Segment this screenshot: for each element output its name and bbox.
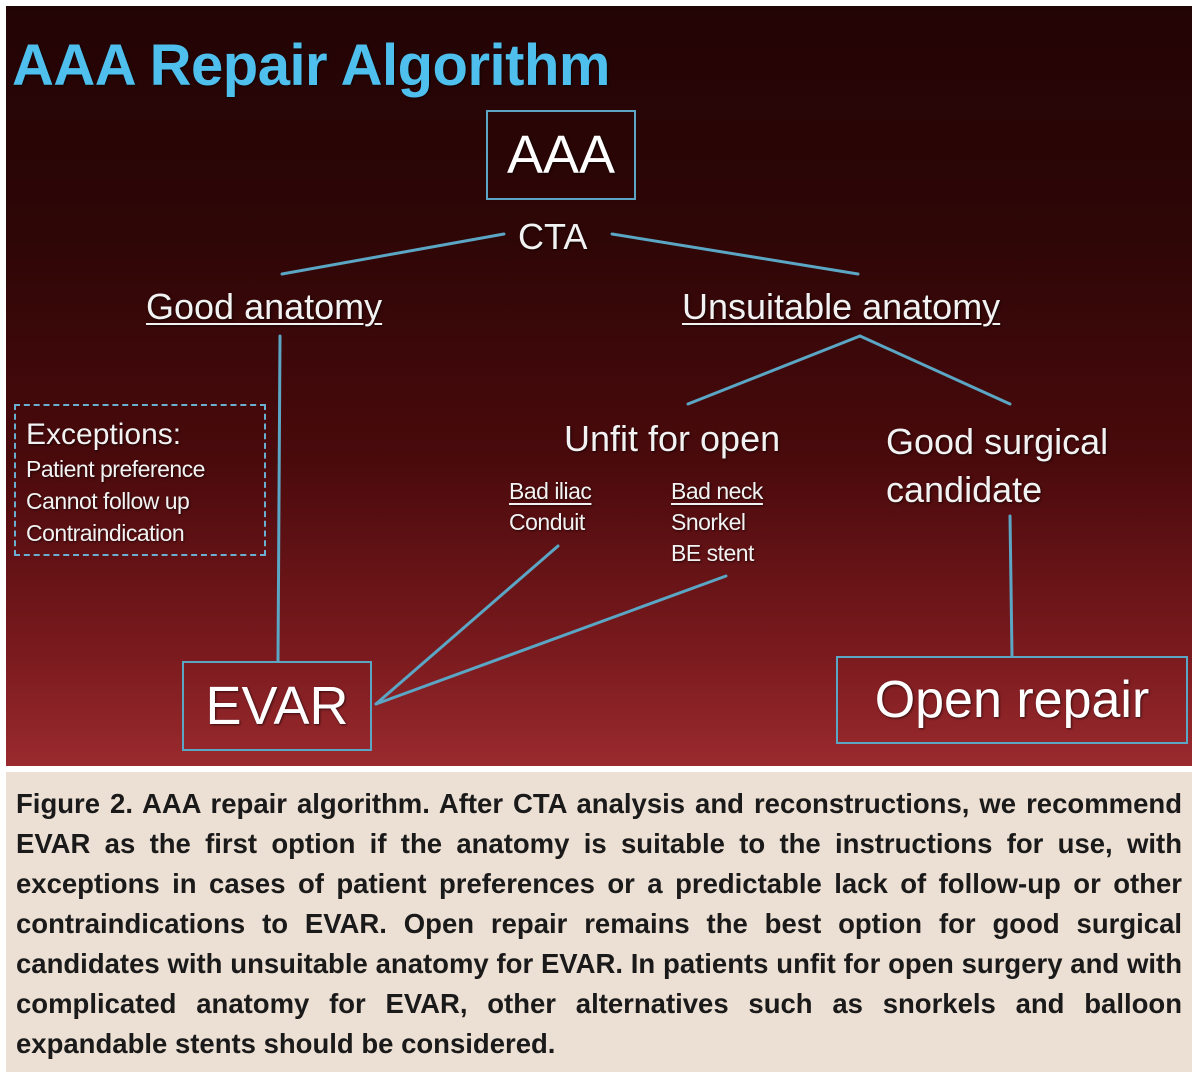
bad-neck-item: BE stent	[671, 540, 754, 566]
diagram-slide: AAA Repair Algorithm AAA CTA Good anatom…	[6, 6, 1192, 766]
edge-cta-good-anatomy	[280, 232, 506, 276]
good-surgical-line-1: Good surgical	[886, 421, 1109, 462]
node-good-surgical-candidate: Good surgical candidate	[886, 418, 1108, 514]
figure-caption: Figure 2. AAA repair algorithm. After CT…	[6, 772, 1192, 1072]
good-surgical-line-2: candidate	[886, 469, 1043, 510]
bad-iliac-item: Conduit	[509, 509, 585, 535]
edge-good-anatomy-evar	[276, 334, 282, 663]
bad-neck-item: Snorkel	[671, 509, 746, 535]
exceptions-title: Exceptions:	[26, 418, 182, 451]
exception-item: Cannot follow up	[26, 488, 190, 514]
edge-surgical-open	[1008, 514, 1014, 658]
edge-neck-evar	[374, 574, 728, 706]
node-aaa: AAA	[486, 110, 636, 200]
node-unsuitable-anatomy: Unsuitable anatomy	[682, 286, 1001, 327]
node-unfit-for-open: Unfit for open	[564, 418, 781, 459]
diagram-title: AAA Repair Algorithm	[12, 33, 610, 98]
node-good-anatomy: Good anatomy	[146, 286, 383, 327]
node-cta: CTA	[518, 216, 588, 257]
node-open-repair: Open repair	[836, 656, 1188, 744]
caption-text: Figure 2. AAA repair algorithm. After CT…	[16, 788, 1182, 1059]
bad-neck-title: Bad neck	[671, 478, 763, 504]
node-evar: EVAR	[182, 661, 372, 751]
edge-cta-unsuitable-anatomy	[610, 232, 860, 276]
edge-iliac-evar	[374, 544, 560, 706]
edge-unsuitable-surgical	[858, 334, 1012, 406]
exceptions-box	[14, 404, 266, 556]
exception-item: Patient preference	[26, 456, 205, 482]
bad-iliac-title: Bad iliac	[509, 478, 592, 504]
exception-item: Contraindication	[26, 520, 185, 546]
edge-unsuitable-unfit	[686, 334, 862, 406]
connector-lines	[276, 232, 1014, 706]
